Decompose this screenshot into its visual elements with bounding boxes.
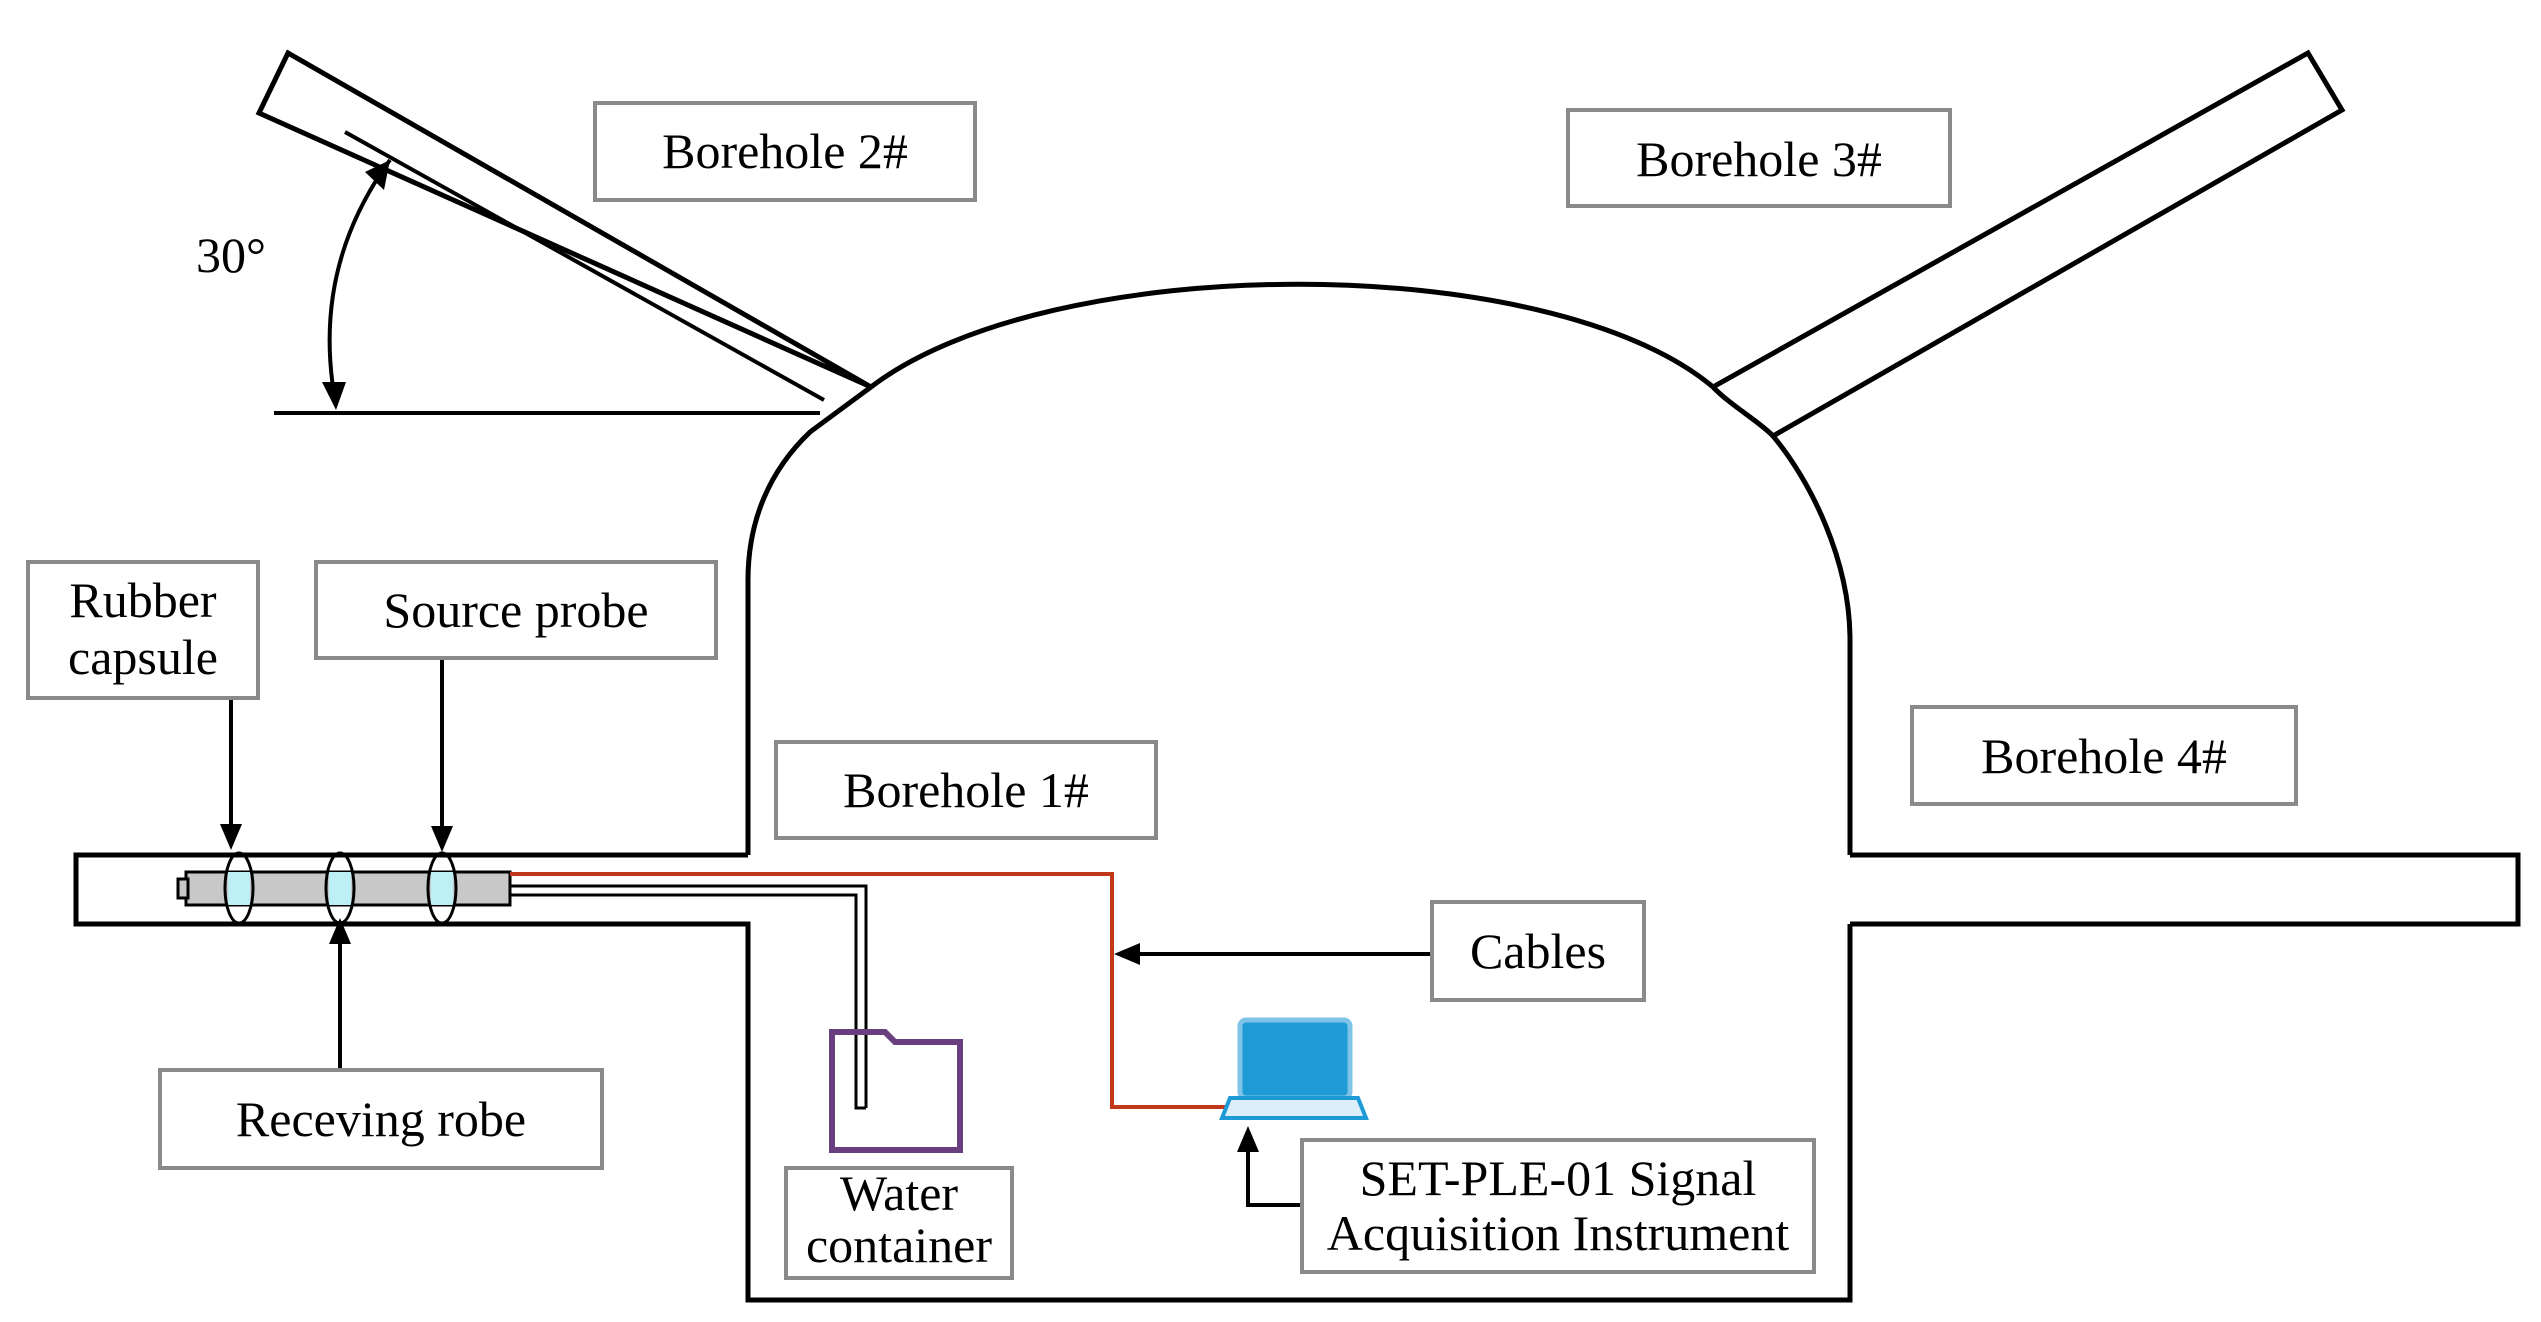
pointer-arrows bbox=[220, 658, 1430, 1207]
angle-annotation: 30° bbox=[196, 130, 825, 415]
chamber-outline bbox=[73, 49, 2521, 1303]
borehole-axis-line bbox=[344, 130, 825, 402]
borehole-1-walls bbox=[73, 852, 1853, 1303]
borehole-2-label: Borehole 2# bbox=[593, 101, 977, 202]
signal-cable bbox=[510, 872, 1232, 1109]
water-container-shape bbox=[829, 1029, 963, 1153]
source-probe-text: Source probe bbox=[383, 582, 648, 638]
rubber-capsule-ring bbox=[223, 851, 255, 925]
chamber-arch-and-walls bbox=[745, 281, 1853, 855]
rubber-capsule-text-line2: capsule bbox=[68, 629, 218, 685]
receiving-probe-arrowhead bbox=[329, 918, 351, 944]
receiving-probe-label: Receving robe bbox=[158, 1068, 604, 1170]
receiving-probe-text: Receving robe bbox=[236, 1091, 526, 1147]
source-probe-arrowhead bbox=[431, 826, 453, 852]
source-probe-ring bbox=[426, 851, 458, 925]
borehole-4-walls bbox=[1850, 852, 2521, 927]
borehole-1-label: Borehole 1# bbox=[774, 740, 1158, 840]
borehole-2-walls bbox=[255, 49, 873, 390]
water-container-text-line2: container bbox=[806, 1217, 992, 1273]
rubber-capsule-text-line1: Rubber bbox=[69, 572, 217, 628]
borehole-2-text: Borehole 2# bbox=[662, 123, 908, 179]
angle-arrowhead-bottom bbox=[322, 382, 346, 410]
borehole-3-text: Borehole 3# bbox=[1636, 131, 1882, 187]
angle-arc bbox=[327, 158, 392, 406]
rubber-capsule-label: Rubber capsule bbox=[26, 560, 260, 700]
laptop-icon bbox=[1219, 1017, 1369, 1120]
rubber-capsule-arrowhead bbox=[220, 824, 242, 850]
water-container-text-line1: Water bbox=[840, 1165, 958, 1221]
instrument-text-line1: SET-PLE-01 Signal bbox=[1360, 1150, 1757, 1206]
angle-label: 30° bbox=[196, 227, 266, 283]
instrument-arrow-line bbox=[1246, 1140, 1300, 1207]
instrument-label: SET-PLE-01 Signal Acquisition Instrument bbox=[1300, 1138, 1816, 1274]
water-container bbox=[829, 1029, 963, 1153]
cables-arrowhead bbox=[1114, 943, 1140, 965]
borehole-4-label: Borehole 4# bbox=[1910, 705, 2298, 806]
water-container-label: Water container bbox=[784, 1165, 1014, 1280]
probe-tip bbox=[176, 877, 190, 900]
receiving-probe-fill bbox=[329, 872, 351, 905]
instrument-arrowhead bbox=[1237, 1126, 1259, 1152]
borehole-3-walls bbox=[1711, 49, 2346, 439]
angle-arrowhead-top bbox=[365, 160, 390, 190]
instrument-text-line2: Acquisition Instrument bbox=[1327, 1205, 1790, 1261]
borehole-4-text: Borehole 4# bbox=[1981, 728, 2227, 784]
source-probe-fill bbox=[431, 872, 453, 905]
borehole-1-text: Borehole 1# bbox=[843, 762, 1089, 818]
cables-text: Cables bbox=[1470, 923, 1606, 979]
rubber-capsule-fill bbox=[228, 872, 250, 905]
water-tube-inner bbox=[510, 893, 866, 1110]
cables-label: Cables bbox=[1430, 900, 1646, 1002]
label-boxes: Borehole 2# Borehole 3# Borehole 1# Bore… bbox=[26, 101, 2298, 1280]
source-probe-label: Source probe bbox=[314, 560, 718, 660]
borehole-3-label: Borehole 3# bbox=[1566, 108, 1952, 208]
